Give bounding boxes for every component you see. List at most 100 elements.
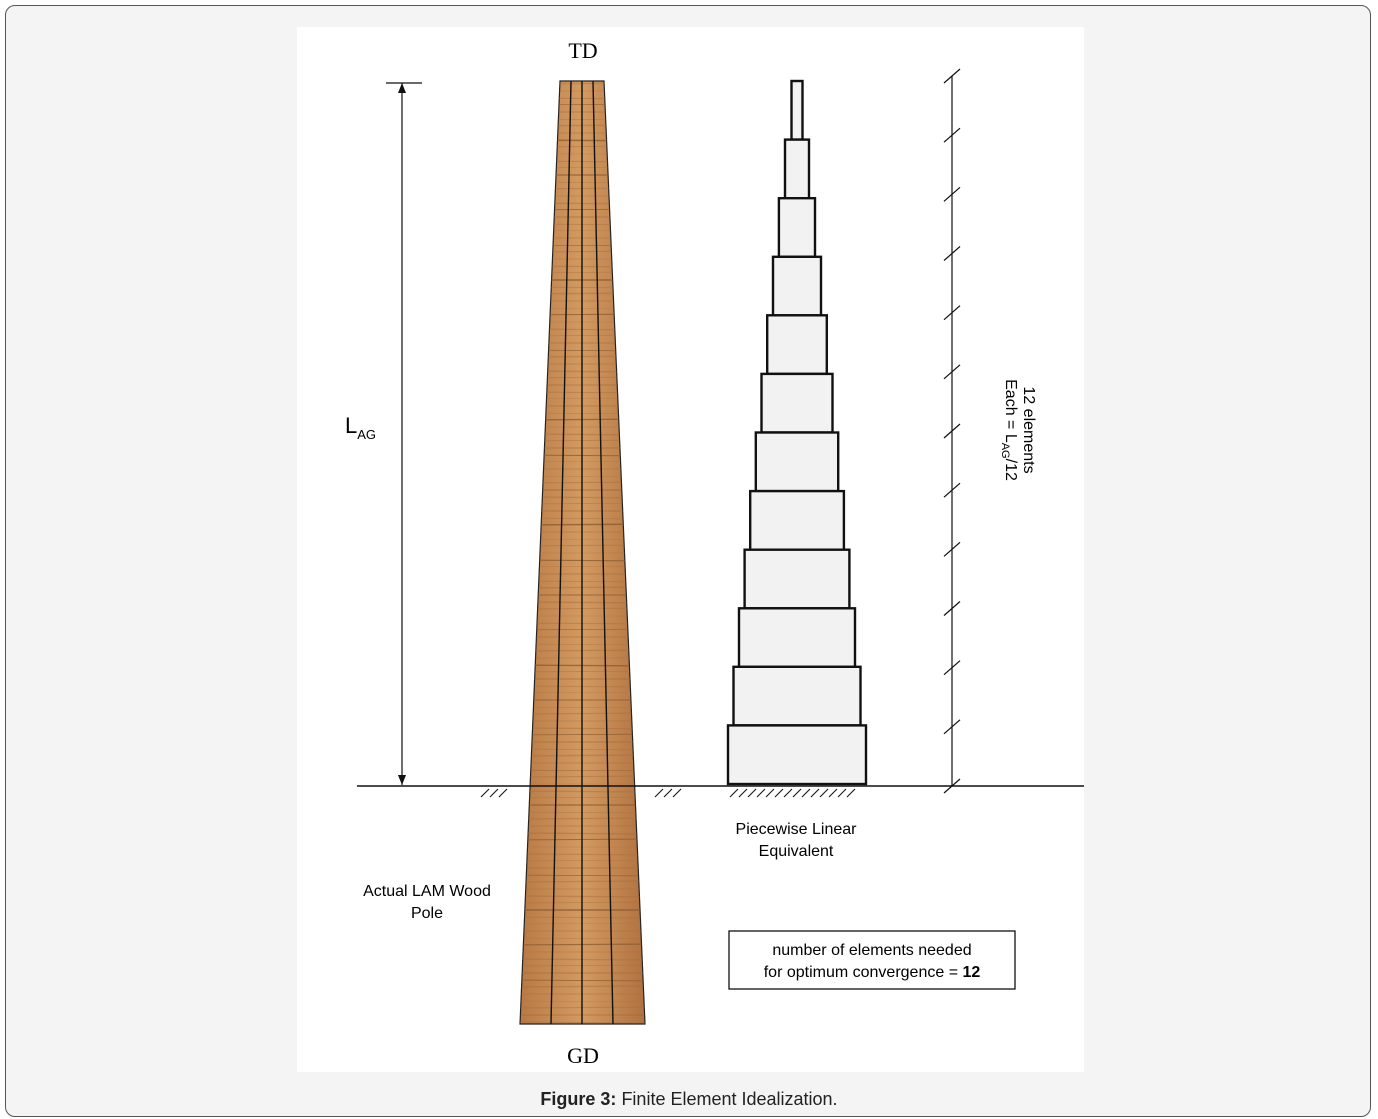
element-tick-mark	[943, 719, 961, 735]
convergence-line2: for optimum convergence = 12	[764, 964, 981, 981]
wood-grain-line	[520, 916, 645, 919]
wood-grain-line	[520, 334, 645, 337]
element-tick-mark	[943, 127, 961, 143]
wood-grain-line	[520, 139, 645, 142]
element-tick-mark	[943, 541, 961, 557]
finite-element-segment	[749, 489, 846, 551]
wood-grain-line	[520, 964, 645, 967]
caption-label: Figure 3:	[540, 1089, 617, 1109]
wood-grain-line	[520, 208, 645, 211]
finite-element-segment	[726, 724, 868, 786]
element-tick-mark	[943, 601, 961, 616]
ground-hatch	[756, 788, 766, 798]
ground-hatch	[774, 788, 784, 798]
finite-element-segment	[732, 665, 862, 727]
wood-grain-line	[520, 271, 645, 274]
wood-grain-line	[520, 838, 645, 841]
pole-label-line1: Actual LAM Wood	[363, 883, 491, 900]
wood-grain-line	[520, 454, 645, 457]
wood-grain-line	[520, 895, 645, 898]
wood-grain-line	[520, 601, 645, 604]
ground-diameter-label: GD	[567, 1043, 599, 1068]
ground-hatching	[480, 788, 856, 798]
wood-grain-line	[520, 901, 645, 904]
wood-grain-line	[520, 586, 645, 589]
ground-hatch	[846, 788, 856, 798]
wood-grain-line	[520, 979, 645, 982]
ground-hatch	[810, 788, 820, 798]
wood-grain-line	[520, 958, 645, 961]
ground-hatch	[729, 788, 739, 798]
elements-label: 12 elements Each = LAG/12	[999, 379, 1037, 481]
element-tick-mark	[943, 778, 961, 794]
wood-grain-line	[520, 502, 645, 505]
figure-caption: Figure 3: Finite Element Idealization.	[0, 1089, 1378, 1110]
wood-grain-line	[520, 391, 645, 394]
wood-grain-line	[520, 376, 645, 379]
wood-grain-line	[520, 286, 645, 289]
length-dimension	[386, 82, 422, 785]
element-division-axis	[943, 68, 961, 794]
wood-grain-line	[520, 202, 645, 205]
wood-grain-line	[520, 292, 645, 295]
wood-grain-line	[520, 265, 645, 268]
element-tick-mark	[943, 364, 961, 380]
convergence-note: number of elements needed for optimum co…	[728, 930, 1016, 990]
element-tick-mark	[943, 186, 961, 202]
ground-hatch	[738, 788, 748, 798]
wood-grain-line	[520, 853, 645, 856]
ground-hatch	[480, 788, 490, 798]
wood-grain-line	[520, 82, 645, 85]
wood-grain-line	[520, 685, 645, 688]
element-tick-mark	[943, 246, 961, 261]
wood-grain-line	[520, 370, 645, 373]
finite-element-segment	[771, 255, 823, 317]
element-tick-mark	[943, 68, 961, 84]
wood-grain-line	[520, 832, 645, 835]
ground-hatch	[747, 788, 757, 798]
wood-grain-line	[520, 103, 645, 106]
wood-grain-line	[520, 328, 645, 331]
wood-grain-line	[520, 439, 645, 442]
wood-grain-line	[520, 859, 645, 862]
wood-grain-line	[520, 418, 645, 421]
wood-grain-line	[520, 187, 645, 190]
length-label: LAG	[345, 413, 376, 442]
wood-grain-line	[520, 670, 645, 673]
wood-grain-line	[520, 517, 645, 520]
wood-grain-line	[520, 874, 645, 877]
wood-grain-line	[520, 622, 645, 625]
ground-hatch	[489, 788, 499, 798]
wood-grain-line	[520, 943, 645, 946]
wood-grain-line	[520, 181, 645, 184]
wood-grain-line	[520, 97, 645, 100]
wood-grain-line	[520, 544, 645, 547]
wood-grain-line	[520, 817, 645, 820]
ground-hatch	[765, 788, 775, 798]
finite-element-segment	[754, 431, 840, 493]
wood-grain-line	[520, 607, 645, 610]
wood-grain-line	[520, 880, 645, 883]
wood-grain-line	[520, 937, 645, 940]
wood-grain-line	[520, 160, 645, 163]
wood-grain-line	[520, 985, 645, 988]
wood-grain-line	[520, 811, 645, 814]
wood-grain-line	[520, 523, 645, 526]
ground-hatch	[654, 788, 664, 798]
ground-hatch	[828, 788, 838, 798]
wood-grain-line	[520, 124, 645, 127]
ground-hatch	[672, 788, 682, 798]
ground-hatch	[663, 788, 673, 798]
wood-grain-line	[520, 250, 645, 253]
finite-element-segment	[743, 548, 851, 610]
wood-grain-line	[520, 355, 645, 358]
finite-element-segment	[777, 196, 817, 258]
wood-grain-line	[520, 433, 645, 436]
wood-grain-line	[520, 223, 645, 226]
convergence-line1: number of elements needed	[772, 942, 971, 959]
wood-grain-line	[520, 481, 645, 484]
wood-grain-line	[520, 649, 645, 652]
wood-grain-line	[520, 118, 645, 121]
svg-text:Each = LAG/12: Each = LAG/12	[999, 379, 1019, 481]
